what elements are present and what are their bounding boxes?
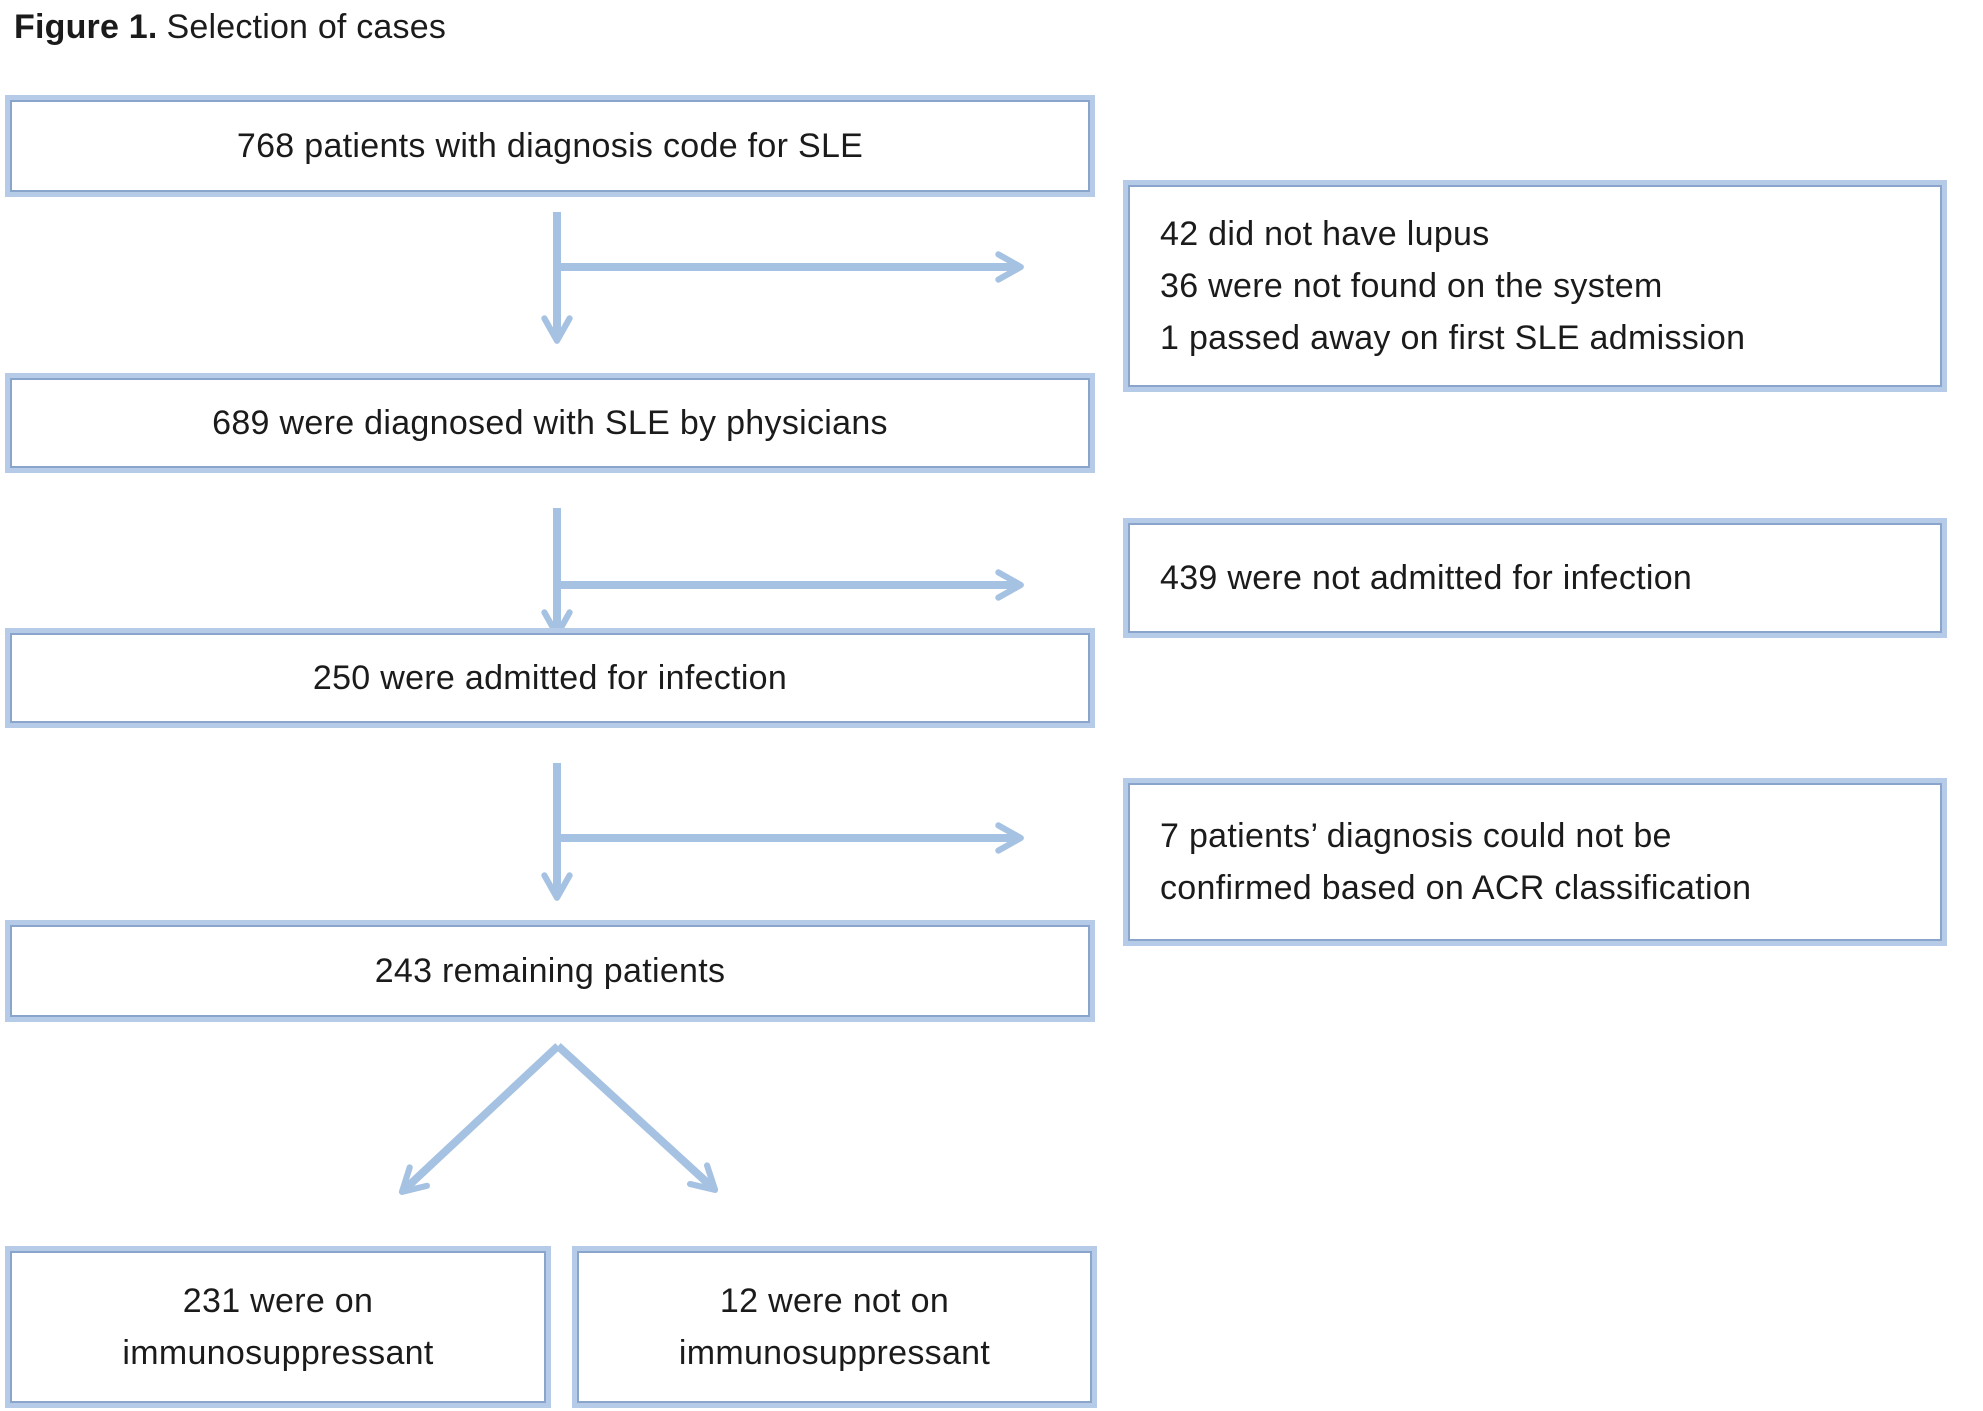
box-12-line1: 12 were not on [719,1282,950,1320]
exclusion1-line3: 1 passed away on first SLE admission [1160,319,1746,357]
box-250-label: 250 were admitted for infection [312,659,788,697]
box-768-label: 768 patients with diagnosis code for SLE [236,127,864,165]
box-231-line2: immunosuppressant [122,1334,434,1372]
box-243-remaining: 243 remaining patients [10,925,1090,1017]
figure-title-number: Figure 1. [14,8,158,46]
box-768-diagnosis-code: 768 patients with diagnosis code for SLE [10,100,1090,192]
arrow-diagonal-right [555,1043,719,1193]
exclusion3-line1: 7 patients’ diagnosis could not be [1160,817,1672,855]
box-689-diagnosed-by-physicians: 689 were diagnosed with SLE by physician… [10,378,1090,468]
figure-title: Figure 1.Selection of cases [14,8,446,47]
figure-title-text: Selection of cases [166,8,447,46]
box-exclusion-not-admitted: 439 were not admitted for infection [1128,523,1942,633]
box-exclusion-not-confirmed: 7 patients’ diagnosis could not be confi… [1128,783,1942,941]
box-250-admitted-infection: 250 were admitted for infection [10,633,1090,723]
exclusion3-line2: confirmed based on ACR classification [1160,869,1752,907]
exclusion1-line1: 42 did not have lupus [1160,215,1490,253]
box-231-on-immunosuppressant: 231 were on immunosuppressant [10,1251,546,1403]
box-689-label: 689 were diagnosed with SLE by physician… [212,404,888,442]
box-243-label: 243 remaining patients [374,952,726,990]
box-exclusion-not-lupus: 42 did not have lupus 36 were not found … [1128,185,1942,387]
exclusion1-line2: 36 were not found on the system [1160,267,1663,305]
box-12-not-on-immunosuppressant: 12 were not on immunosuppressant [577,1251,1092,1403]
box-12-line2: immunosuppressant [678,1334,991,1372]
arrow-diagonal-left [398,1043,561,1195]
box-231-line1: 231 were on [182,1282,374,1320]
exclusion2-label: 439 were not admitted for infection [1160,559,1693,597]
